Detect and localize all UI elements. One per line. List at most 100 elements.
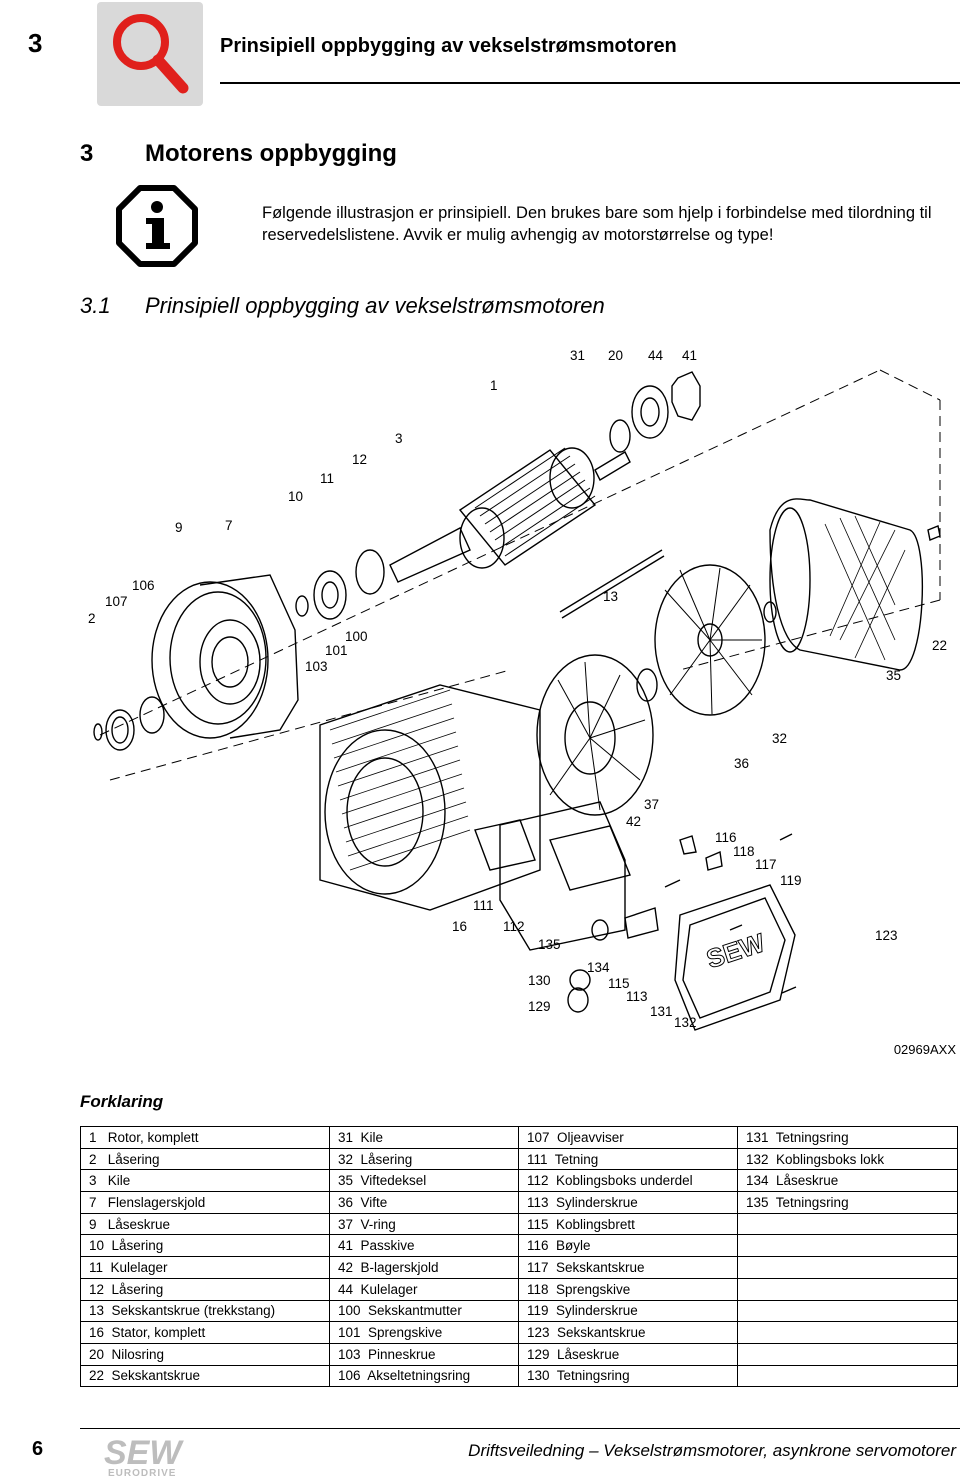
legend-cell [737,1212,958,1236]
legend-cell: 106 Akseltetningsring [329,1364,519,1388]
part-label: 117 [755,857,777,872]
lid-logo: SEW [703,927,769,974]
footer-divider [80,1428,960,1429]
part-label: 131 [650,1004,673,1019]
legend-cell: 115 Koblingsbrett [518,1212,738,1236]
legend-cell [737,1256,958,1279]
part-label: 132 [674,1015,697,1030]
info-note: Følgende illustrasjon er prinsipiell. De… [262,204,932,244]
legend-cell: 16 Stator, komplett [80,1321,330,1344]
part-label: 115 [608,976,630,991]
header-divider [220,82,960,84]
legend-cell: 111 Tetning [518,1147,738,1171]
legend-cell [737,1277,958,1301]
drawing-code: 02969AXX [893,1042,956,1057]
legend-title: Forklaring [80,1092,164,1111]
part-label: 118 [733,844,755,859]
part-label: 13 [603,589,618,604]
legend-cell: 103 Pinneskrue [329,1342,519,1366]
part-label: 36 [734,756,749,771]
legend-cell: 13 Sekskantskrue (trekkstang) [80,1299,330,1323]
legend-cell: 36 Vifte [329,1191,519,1214]
legend-cell: 116 Bøyle [518,1234,738,1258]
legend-cell: 42 B-lagerskjold [329,1256,519,1279]
part-label: 10 [288,489,303,504]
subsection-number: 3.1 [80,293,111,318]
part-label: 103 [305,659,328,674]
exploded-motor-diagram: SEW 1 2 3 7 9 10 11 12 13 16 20 22 31 32… [80,340,960,1060]
part-label: 130 [528,973,551,988]
legend-cell: 22 Sekskantskrue [80,1364,330,1388]
legend-cell: 107 Oljeavviser [518,1126,738,1149]
legend-cell: 44 Kulelager [329,1277,519,1301]
legend-cell: 11 Kulelager [80,1256,330,1279]
legend-cell: 9 Låseskrue [80,1212,330,1236]
part-label: 116 [715,830,737,845]
legend-cell: 35 Viftedeksel [329,1169,519,1193]
legend-cell: 119 Sylinderskrue [518,1299,738,1323]
part-label: 22 [932,638,947,653]
part-label: 106 [132,578,155,593]
legend-cell [737,1234,958,1258]
legend-cell: 7 Flenslagerskjold [80,1191,330,1214]
sew-eurodrive-logo: SEW EURODRIVE [100,1432,208,1479]
part-label: 135 [538,937,561,952]
part-label: 11 [320,471,334,486]
part-label: 37 [644,797,659,812]
section-number: 3 [80,140,94,167]
legend-cell: 31 Kile [329,1126,519,1149]
part-label: 2 [88,611,96,626]
legend-cell: 100 Sekskantmutter [329,1299,519,1323]
legend-row: 13 Sekskantskrue (trekkstang)100 Sekskan… [80,1299,958,1323]
part-label: 7 [225,518,233,533]
part-label: 32 [772,731,787,746]
svg-text:EURODRIVE: EURODRIVE [108,1468,176,1478]
info-icon [116,185,198,267]
part-labels: 1 2 3 7 9 10 11 12 13 16 20 22 31 32 35 … [88,348,947,1030]
part-label: 44 [648,348,664,363]
part-label: 101 [325,643,348,658]
page-number: 6 [32,1438,44,1460]
part-label: 111 [473,898,494,913]
legend-cell: 113 Sylinderskrue [518,1191,738,1214]
part-label: 134 [587,960,610,975]
legend-cell: 117 Sekskantskrue [518,1256,738,1279]
part-label: 100 [345,629,368,644]
part-label: 3 [395,431,403,446]
section-title: Motorens oppbygging [145,140,397,167]
legend-cell: 101 Sprengskive [329,1321,519,1344]
part-label: 35 [886,668,901,683]
part-label: 107 [105,594,128,609]
magnifier-icon [97,2,203,106]
legend-cell: 130 Tetningsring [518,1364,738,1388]
part-label: 9 [175,520,183,535]
motor-drawing: SEW 1 2 3 7 9 10 11 12 13 16 20 22 31 32… [88,348,947,1031]
legend-cell [737,1364,958,1388]
legend-cell: 134 Låseskrue [737,1169,958,1193]
legend-cell: 129 Låseskrue [518,1342,738,1366]
part-label: 41 [682,348,697,363]
footer-text: Driftsveiledning – Vekselstrømsmotorer, … [468,1441,956,1460]
legend-cell: 12 Låsering [80,1277,330,1301]
part-label: 129 [528,999,551,1014]
legend-cell: 123 Sekskantskrue [518,1321,738,1344]
legend-cell: 32 Låsering [329,1147,519,1171]
legend-cell: 10 Låsering [80,1234,330,1258]
svg-text:SEW: SEW [104,1434,184,1472]
legend-cell [737,1299,958,1323]
part-label: 31 [570,348,585,363]
legend-cell: 37 V-ring [329,1212,519,1236]
part-label: 113 [626,989,648,1004]
legend-cell [737,1342,958,1366]
legend-cell: 112 Koblingsboks underdel [518,1169,738,1193]
legend-cell: 41 Passkive [329,1234,519,1258]
